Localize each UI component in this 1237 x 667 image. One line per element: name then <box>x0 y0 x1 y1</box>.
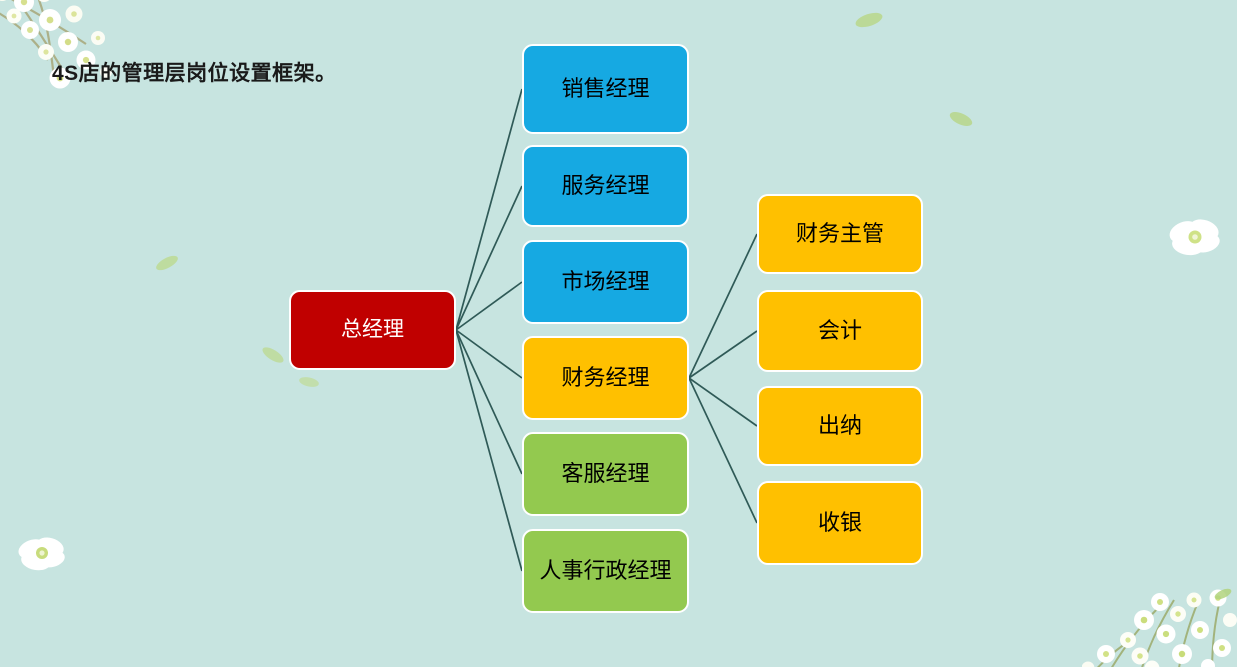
edge-gm-to-sales <box>455 88 523 331</box>
node-label: 收银 <box>817 509 862 535</box>
node-sales-manager[interactable]: 销售经理 <box>522 44 689 134</box>
node-label: 服务经理 <box>561 172 650 198</box>
edge-fin-to-teller <box>688 377 758 427</box>
node-market-manager[interactable]: 市场经理 <box>522 240 689 324</box>
edge-gm-to-market <box>455 281 523 331</box>
edge-gm-to-hr <box>455 329 523 572</box>
node-general-manager[interactable]: 总经理 <box>289 290 456 370</box>
node-finance-manager[interactable]: 财务经理 <box>522 336 689 420</box>
page-title: 4S店的管理层岗位设置框架。 <box>52 62 337 85</box>
node-hr-admin-manager[interactable]: 人事行政经理 <box>522 529 689 613</box>
edge-gm-to-service <box>455 185 523 331</box>
node-label: 销售经理 <box>561 75 650 101</box>
node-service-manager[interactable]: 服务经理 <box>522 145 689 227</box>
node-label: 人事行政经理 <box>539 557 672 583</box>
node-checkout-cashier[interactable]: 收银 <box>757 481 923 565</box>
edge-gm-to-cs <box>455 329 523 475</box>
node-label: 出纳 <box>817 412 862 438</box>
node-label: 财务经理 <box>561 364 650 390</box>
edge-fin-to-accountant <box>688 330 758 379</box>
node-finance-supervisor[interactable]: 财务主管 <box>757 194 923 274</box>
node-label: 财务主管 <box>795 220 884 246</box>
node-cashier-teller[interactable]: 出纳 <box>757 386 923 466</box>
edge-fin-to-cashier <box>688 377 758 524</box>
node-label: 总经理 <box>341 318 404 342</box>
edge-gm-to-finance <box>455 329 523 379</box>
node-customer-service-manager[interactable]: 客服经理 <box>522 432 689 516</box>
edge-fin-to-supervisor <box>688 233 758 379</box>
node-label: 会计 <box>817 317 862 343</box>
node-accountant[interactable]: 会计 <box>757 290 923 372</box>
node-label: 市场经理 <box>561 268 650 294</box>
node-label: 客服经理 <box>561 460 650 486</box>
